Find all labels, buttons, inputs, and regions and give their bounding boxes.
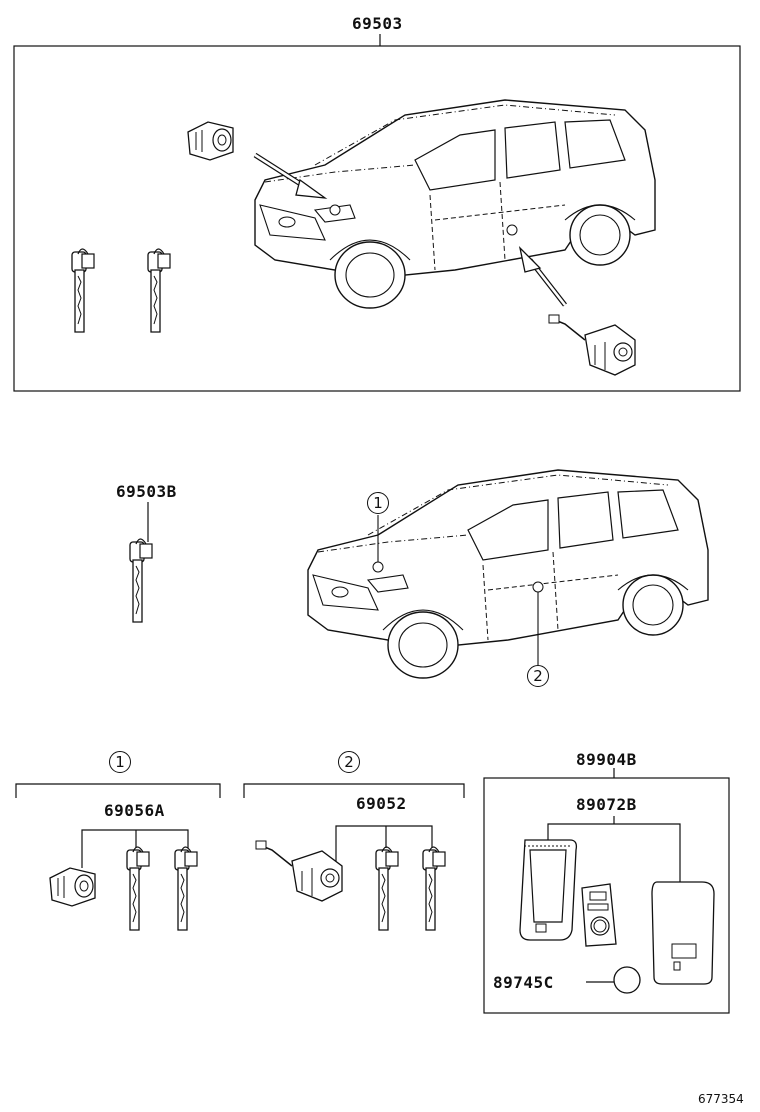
door-lock-icon bbox=[255, 840, 343, 902]
key-icon bbox=[126, 846, 150, 931]
door-lock-icon bbox=[548, 314, 636, 376]
callout-1: 1 bbox=[367, 492, 389, 514]
smart-key-frame bbox=[483, 777, 730, 1014]
part-number-top-kit: 69503 bbox=[352, 14, 403, 33]
leader-smart-key-case bbox=[547, 816, 681, 885]
target-point bbox=[329, 204, 341, 216]
leader-set-2 bbox=[335, 825, 433, 868]
bracket-2 bbox=[243, 783, 465, 798]
part-number-smart-key-assy: 89904B bbox=[576, 750, 637, 769]
key-icon bbox=[71, 248, 95, 333]
lock-cylinder-icon bbox=[49, 867, 96, 907]
part-number-smart-key-case: 89072B bbox=[576, 795, 637, 814]
arrow-icon bbox=[518, 246, 567, 307]
callout-2: 2 bbox=[527, 665, 549, 687]
arrow-icon bbox=[253, 152, 328, 199]
target-point bbox=[532, 581, 544, 593]
target-point bbox=[372, 561, 384, 573]
battery-icon bbox=[613, 966, 641, 994]
callout-1-section: 1 bbox=[109, 751, 131, 773]
key-icon bbox=[174, 846, 198, 931]
bracket-1 bbox=[15, 783, 221, 798]
top-kit-frame bbox=[13, 45, 741, 392]
part-number-set-1: 69056A bbox=[104, 801, 165, 820]
figure-number: 677354 bbox=[698, 1092, 744, 1106]
lock-cylinder-icon bbox=[187, 121, 234, 161]
target-point bbox=[506, 224, 518, 236]
part-number-set-2: 69052 bbox=[356, 794, 407, 813]
key-icon bbox=[375, 846, 399, 931]
car-outline-icon bbox=[254, 99, 656, 309]
callout-2-section: 2 bbox=[338, 751, 360, 773]
smart-key-icon bbox=[519, 839, 578, 941]
key-icon bbox=[422, 846, 446, 931]
key-icon bbox=[147, 248, 171, 333]
key-icon bbox=[129, 538, 153, 623]
part-number-battery: 89745C bbox=[493, 973, 554, 992]
circuit-board-icon bbox=[581, 883, 617, 947]
smart-key-icon bbox=[651, 881, 715, 985]
part-number-key-blank: 69503B bbox=[116, 482, 177, 501]
leader-set-1 bbox=[81, 829, 189, 868]
